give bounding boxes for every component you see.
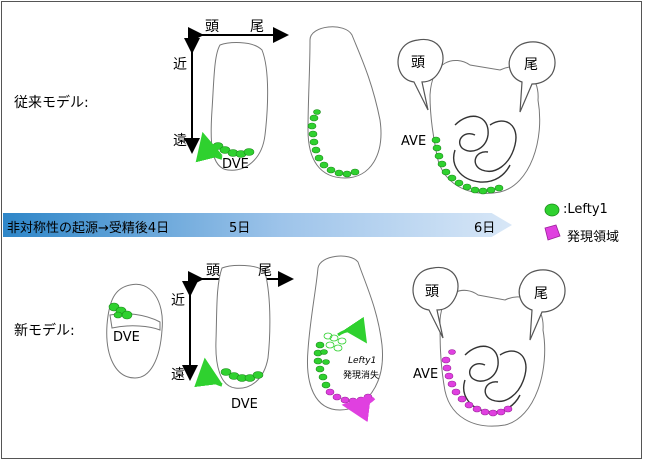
head-bubble	[397, 38, 444, 111]
migration-arrow	[194, 357, 223, 388]
expression-region-cells	[441, 349, 513, 417]
dve-label-blastocyst: DVE	[113, 330, 140, 345]
dve-cells	[220, 368, 264, 382]
proximal-label-bottom: 近	[171, 293, 185, 309]
tail-label-top: 尾	[250, 19, 264, 35]
distal-label-bottom: 遠	[171, 367, 185, 383]
embryo-outline	[307, 26, 382, 179]
timeline-day5-label: 5日	[229, 221, 251, 236]
ave-cells	[313, 341, 331, 389]
timeline-origin-label: 非対称性の起源→受精後4日	[7, 221, 170, 236]
tail-bubble	[508, 41, 556, 113]
embryo-outline	[215, 264, 271, 389]
head-label-top: 頭	[205, 19, 219, 35]
conventional-model-label: 従来モデル:	[14, 95, 89, 111]
embryo-proper	[453, 115, 517, 183]
ave-label-top: AVE	[401, 134, 427, 149]
tail-bubble-label-bottom: 尾	[534, 286, 548, 302]
head-bubble-label-top: 頭	[411, 55, 425, 71]
embryo-outline	[439, 289, 546, 427]
migration-arrow	[195, 131, 223, 163]
timeline-day6-label: 6日	[474, 221, 496, 236]
legend-expression-region-label: 発現領域	[567, 230, 620, 245]
dve-cells	[108, 302, 133, 320]
tail-bubble-label-top: 尾	[524, 57, 538, 73]
legend-magenta-swatch	[544, 224, 561, 241]
lefty1-label: Lefty1	[348, 356, 377, 366]
dve-label-top: DVE	[222, 157, 249, 172]
head-label-bottom: 頭	[206, 263, 220, 279]
embryo-outline	[210, 42, 269, 171]
magenta-arrow	[341, 394, 376, 423]
new-model-label: 新モデル:	[14, 323, 75, 339]
legend-lefty1-label: :Lefty1	[563, 202, 608, 217]
head-bubble-label-bottom: 頭	[425, 284, 439, 300]
head-bubble	[412, 266, 459, 339]
dve-label-bottom: DVE	[231, 397, 258, 412]
ave-label-bottom: AVE	[413, 367, 439, 382]
expression-lost-label: 発現消失	[343, 371, 380, 381]
green-curve-arrow	[337, 316, 367, 344]
ave-cells	[431, 136, 504, 195]
tail-label-bottom: 尾	[258, 263, 272, 279]
tail-bubble	[518, 269, 566, 341]
proximal-label-top: 近	[173, 57, 187, 73]
legend-green-swatch	[544, 203, 560, 217]
timeline-arrow	[3, 213, 512, 237]
distal-label-top: 遠	[173, 133, 187, 149]
ave-cells	[307, 109, 360, 178]
